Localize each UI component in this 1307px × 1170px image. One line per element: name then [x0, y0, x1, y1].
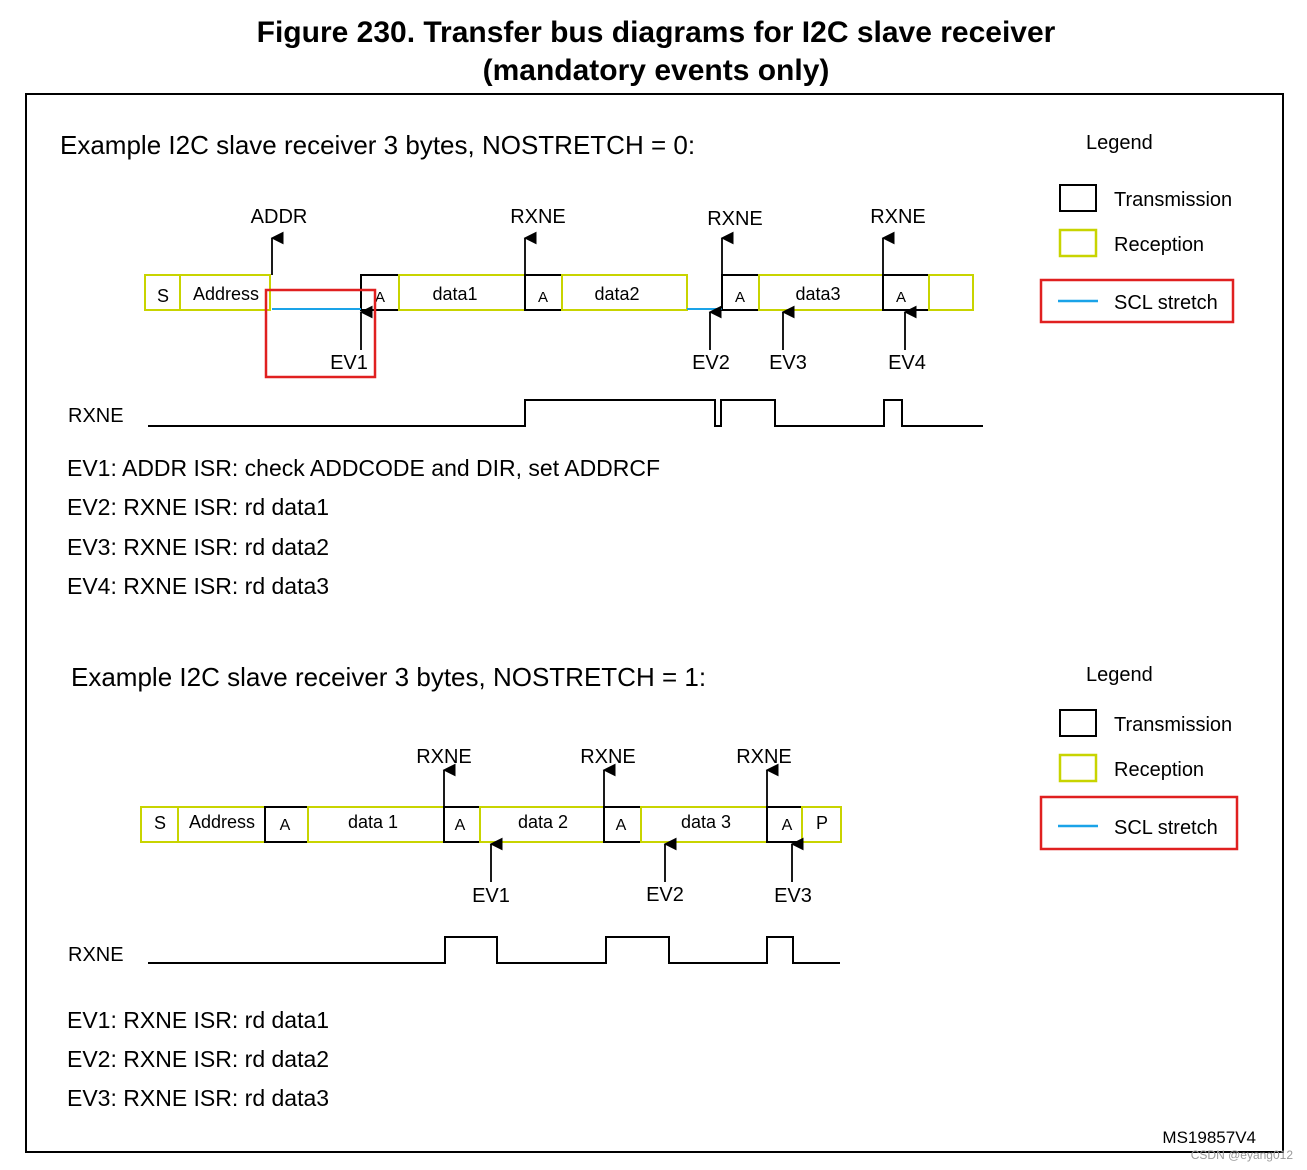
flag-label: RXNE	[736, 746, 792, 768]
legend-title: Legend	[1086, 132, 1153, 154]
legend-reception-label: Reception	[1114, 234, 1204, 256]
event-label: EV2	[646, 884, 684, 906]
event-label: EV3	[769, 352, 807, 374]
figure-ref: MS19857V4	[1162, 1128, 1256, 1147]
frame-label: A	[896, 289, 906, 306]
legend-reception-label: Reception	[1114, 759, 1204, 781]
legend-stretch-highlight	[1039, 795, 1239, 851]
frame-label: A	[280, 817, 291, 834]
flag-label: RXNE	[416, 746, 472, 768]
legend-title: Legend	[1086, 664, 1153, 686]
frame-label: A	[616, 817, 627, 834]
frame-data	[561, 274, 688, 311]
frame-label: data 3	[681, 812, 731, 832]
event-note: EV1: RXNE ISR: rd data1	[67, 1007, 329, 1033]
figure-frame	[25, 93, 1284, 1153]
frame-label: data2	[594, 284, 639, 304]
legend-transmission-label: Transmission	[1114, 189, 1232, 211]
event-label: EV2	[692, 352, 730, 374]
signal-label: RXNE	[68, 944, 124, 966]
frame-label: A	[455, 817, 466, 834]
legend: Legend Transmission Reception SCL stretc…	[1039, 664, 1239, 851]
signal-label: RXNE	[68, 405, 124, 427]
legend-stretch-highlight	[1039, 278, 1235, 324]
legend-transmission-swatch	[1059, 709, 1097, 737]
event-label: EV1	[472, 885, 510, 907]
legend-transmission-swatch	[1059, 184, 1097, 212]
rxne-waveform	[148, 936, 840, 964]
event-label: EV4	[888, 352, 926, 374]
flag-label: ADDR	[251, 206, 308, 228]
event-note: EV2: RXNE ISR: rd data2	[67, 1046, 329, 1072]
figure-title-line2: (mandatory events only)	[482, 54, 830, 87]
flag-label: RXNE	[580, 746, 636, 768]
ev1-highlight-box	[264, 288, 377, 379]
legend-stretch-label: SCL stretch	[1114, 817, 1218, 839]
example1-heading: Example I2C slave receiver 3 bytes, NOST…	[60, 130, 695, 160]
frame-label: Address	[193, 284, 259, 304]
rxne-waveform	[148, 399, 983, 427]
legend: Legend Transmission Reception SCL stretc…	[1039, 132, 1235, 324]
frame-tail	[928, 274, 974, 311]
event-note: EV2: RXNE ISR: rd data1	[67, 494, 329, 520]
example1-frame	[144, 274, 974, 311]
frame-label: A	[782, 817, 793, 834]
frame-label: data1	[432, 284, 477, 304]
flag-label: RXNE	[707, 208, 763, 230]
flag-label: RXNE	[870, 206, 926, 228]
figure-title-line1: Figure 230. Transfer bus diagrams for I2…	[256, 16, 1056, 49]
frame-label: S	[157, 286, 169, 306]
frame-label: A	[375, 289, 385, 306]
event-note: EV3: RXNE ISR: rd data3	[67, 1085, 329, 1111]
frame-label: data 1	[348, 812, 398, 832]
frame-label: P	[816, 813, 828, 833]
frame-label: data3	[795, 284, 840, 304]
frame-label: S	[154, 813, 166, 833]
watermark: CSDN @eyang012	[1190, 1148, 1293, 1162]
event-label: EV3	[774, 885, 812, 907]
frame-address	[179, 274, 271, 311]
figure-title: Figure 230. Transfer bus diagrams for I2…	[0, 14, 1307, 90]
frame-stop	[801, 806, 842, 843]
example2-frame	[140, 806, 842, 843]
frame-label: A	[538, 289, 548, 306]
event-label: EV1	[330, 352, 368, 374]
event-note: EV3: RXNE ISR: rd data2	[67, 534, 329, 560]
legend-transmission-label: Transmission	[1114, 714, 1232, 736]
event-note: EV1: ADDR ISR: check ADDCODE and DIR, se…	[67, 455, 660, 481]
frame-label: Address	[189, 812, 255, 832]
frame-label: A	[735, 289, 745, 306]
legend-reception-swatch	[1058, 753, 1098, 783]
event-note: EV4: RXNE ISR: rd data3	[67, 573, 329, 599]
flag-label: RXNE	[510, 206, 566, 228]
frame-label: data 2	[518, 812, 568, 832]
legend-reception-swatch	[1058, 228, 1098, 258]
example2-heading: Example I2C slave receiver 3 bytes, NOST…	[71, 662, 706, 692]
legend-stretch-label: SCL stretch	[1114, 292, 1218, 314]
